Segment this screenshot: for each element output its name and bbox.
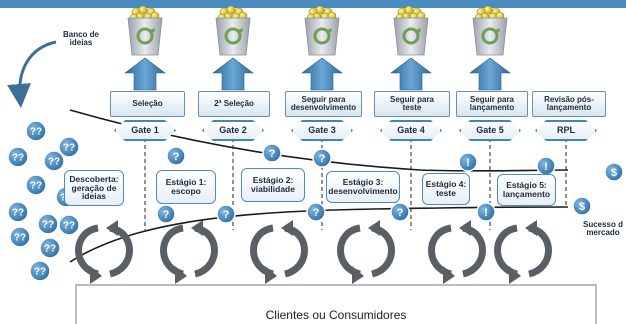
decision-box: Seleção xyxy=(110,91,185,117)
question-bubble-icon: ?? xyxy=(29,260,51,282)
question-bubble-icon: ?? xyxy=(25,120,47,142)
question-bubble-icon: ?? xyxy=(7,201,29,223)
gate-diamond: RPL xyxy=(535,120,597,141)
decision-box: Revisão pós- lançamento xyxy=(532,91,606,117)
up-arrow-icon xyxy=(301,57,343,91)
stage-box: Estágio 5: lançamento xyxy=(497,174,556,206)
decision-box: Seguir para teste xyxy=(374,91,450,117)
bubble-text: ?? xyxy=(42,220,54,231)
cycle-arrows-icon xyxy=(494,220,552,284)
bubble-text: ?? xyxy=(63,143,75,154)
marker-text: ? xyxy=(313,207,320,219)
marker-text: $ xyxy=(579,201,585,213)
marker-text: ? xyxy=(319,153,326,165)
marker-text: ? xyxy=(163,209,170,221)
bubble-text: ?? xyxy=(63,221,75,232)
customers-box xyxy=(75,284,597,324)
recycle-bin-icon xyxy=(215,5,251,56)
bubble-text: ?? xyxy=(48,157,60,168)
question-bubble-icon: ?? xyxy=(43,150,65,172)
marker-text: ! xyxy=(466,157,470,169)
gate-diamond: Gate 5 xyxy=(459,120,521,141)
decision-box: 2ª Seleção xyxy=(198,91,270,117)
question-bubble-icon: ?? xyxy=(25,174,47,196)
market-success-label: Sucesso d mercado xyxy=(582,219,623,237)
dollar-icon: $ xyxy=(572,196,592,216)
bubble-text: ?? xyxy=(12,208,24,219)
question-bubble-icon: ?? xyxy=(9,226,31,248)
decision-box: Seguir para desenvolvimento xyxy=(285,91,362,117)
bubble-text: ?? xyxy=(30,181,42,192)
cycle-arrows-icon xyxy=(428,220,486,284)
bubble-text: ?? xyxy=(12,153,24,164)
question-icon: ? xyxy=(312,148,332,168)
question-icon: ? xyxy=(390,202,410,222)
idea-bank-label: Banco de ideias xyxy=(62,29,99,47)
marker-text: $ xyxy=(611,167,617,179)
up-arrow-icon xyxy=(124,57,166,91)
marker-text: ! xyxy=(484,207,488,219)
question-bubble-icon: ?? xyxy=(37,213,59,235)
up-arrow-icon xyxy=(469,57,511,91)
up-arrow-icon xyxy=(390,57,432,91)
customers-label: Clientes ou Consumidores xyxy=(265,307,407,322)
stage-box: Descoberta: geração de ideias xyxy=(64,170,124,206)
recycle-bin-icon xyxy=(393,5,429,56)
recycle-bin-icon xyxy=(127,5,163,56)
exclamation-icon: ! xyxy=(458,152,478,172)
cycle-arrows-icon xyxy=(75,220,133,284)
question-bubble-icon: ?? xyxy=(58,214,80,236)
stage-box: Estágio 3: desenvolvimento xyxy=(326,171,400,203)
gate-diamond: Gate 3 xyxy=(291,120,353,141)
marker-text: ? xyxy=(173,151,180,163)
curved-arrow-icon xyxy=(7,40,57,108)
marker-text: ? xyxy=(269,148,276,160)
gate-diamond: Gate 2 xyxy=(202,120,264,141)
decision-box: Seguir para lançamento xyxy=(456,91,528,117)
stage-box: Estágio 1: escopo xyxy=(156,170,216,204)
question-icon: ? xyxy=(216,204,236,224)
gate-diamond: Gate 1 xyxy=(114,120,176,141)
stage-box: Estágio 4: teste xyxy=(422,173,470,205)
recycle-bin-icon xyxy=(472,5,508,56)
top-strip xyxy=(0,0,626,8)
bubble-text: ?? xyxy=(14,233,26,244)
question-bubble-icon: ?? xyxy=(7,146,29,168)
funnel-bottom-line xyxy=(69,206,569,263)
marker-text: ? xyxy=(397,207,404,219)
cycle-arrows-icon xyxy=(337,220,395,284)
question-icon: ? xyxy=(166,146,186,166)
up-arrow-icon xyxy=(212,57,254,91)
question-bubble-icon: ?? xyxy=(58,136,80,158)
cycle-arrows-icon xyxy=(160,220,218,284)
exclamation-icon: ! xyxy=(476,202,496,222)
bubble-text: ?? xyxy=(34,267,46,278)
stage-box: Estágio 2: viabilidade xyxy=(241,168,305,202)
cycle-arrows-icon xyxy=(250,220,308,284)
question-icon: ? xyxy=(306,202,326,222)
question-bubble-icon: ?? xyxy=(39,237,61,259)
question-icon: ? xyxy=(262,143,282,163)
question-icon: ? xyxy=(156,204,176,224)
marker-text: ? xyxy=(223,209,230,221)
gate-diamond: Gate 4 xyxy=(380,120,442,141)
marker-text: ! xyxy=(544,161,548,173)
recycle-bin-icon xyxy=(304,5,340,56)
bubble-text: ?? xyxy=(44,244,56,255)
bubble-text: ?? xyxy=(30,127,42,138)
exclamation-icon: ! xyxy=(536,156,556,176)
dollar-icon: $ xyxy=(604,162,624,182)
